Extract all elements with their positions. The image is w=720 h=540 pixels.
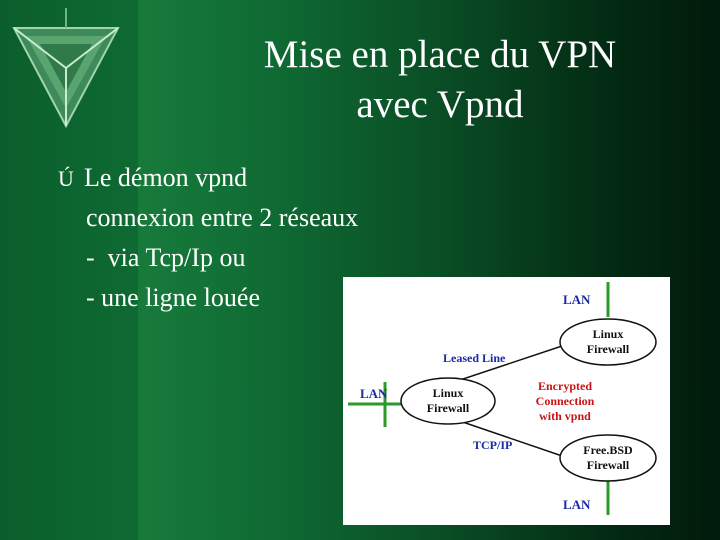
leased-line-link [447,343,569,385]
leased-line-label: Leased Line [443,351,506,365]
linux-firewall-top-label-2: Firewall [587,342,630,356]
linux-firewall-left-node [400,377,496,425]
bullet-sub-lines: connexion entre 2 réseaux - via Tcp/Ip o… [86,198,358,318]
linux-firewall-top-node [559,318,657,366]
slide-title: Mise en place du VPN avec Vpnd [200,30,680,130]
sub-line: - une ligne louée [86,283,260,312]
lan-label-top: LAN [563,292,591,307]
linux-firewall-left-label-1: Linux [433,386,464,400]
encrypted-label-2: Connection [536,394,595,408]
encrypted-label-1: Encrypted [538,379,592,393]
title-line-2: avec Vpnd [356,83,524,126]
network-diagram-svg: LAN LAN LAN Leased Line TCP/IP Linux Fir… [348,282,657,515]
freebsd-label-1: Free.BSD [583,443,633,457]
tcpip-link [447,416,572,460]
sub-line: connexion entre 2 réseaux [86,203,359,232]
arrow-bullet-icon: Ú [58,166,74,191]
freebsd-firewall-node [559,434,657,482]
triangle-logo-icon [12,8,120,128]
bullet-text: Le démon vpnd [84,163,248,192]
linux-firewall-left-label-2: Firewall [427,401,470,415]
title-line-1: Mise en place du VPN [263,33,617,76]
encrypted-label-3: with vpnd [539,409,591,423]
tcpip-label: TCP/IP [473,438,512,452]
linux-firewall-top-label-1: Linux [593,327,624,341]
freebsd-label-2: Firewall [587,458,630,472]
lan-label-bottom: LAN [563,497,591,512]
sub-line: - via Tcp/Ip ou [86,243,246,272]
lan-label-left: LAN [360,386,388,401]
bullet-item: Ú Le démon vpnd [58,158,247,199]
network-diagram: LAN LAN LAN Leased Line TCP/IP Linux Fir… [343,277,670,525]
